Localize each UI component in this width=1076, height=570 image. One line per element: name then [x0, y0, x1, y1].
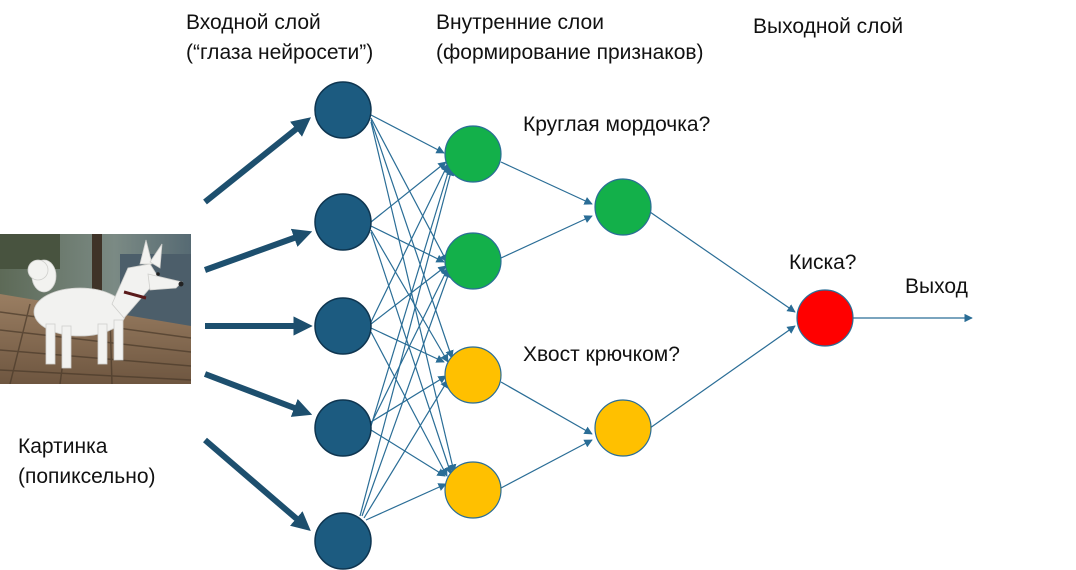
connection-f2-out: [649, 325, 796, 429]
connection-i4-h1: [370, 165, 452, 427]
input-layer-title-line1: Входной слой: [186, 11, 321, 34]
input-arrow-5: [203, 437, 311, 532]
connection-i4-h3: [370, 375, 447, 423]
connection-i3-h3: [370, 327, 445, 363]
input-neuron-4: [314, 399, 372, 457]
connection-h2-f1: [500, 215, 593, 259]
hidden-layers-title: Внутренние слои (формирование признаков): [436, 8, 704, 68]
hidden-neuron-green-1: [444, 125, 502, 183]
picture-caption: Картинка (попиксельно): [18, 432, 156, 492]
output-layer-title: Выходной слой: [753, 15, 904, 38]
picture-caption-line2: (попиксельно): [18, 465, 156, 488]
connection-h4-f2: [500, 439, 593, 489]
hidden-neuron-yellow-2: [444, 461, 502, 519]
connection-i4-h4: [370, 429, 446, 477]
hidden-neuron-green-2: [444, 232, 502, 290]
input-neuron-3: [314, 297, 372, 355]
input-photo: [0, 234, 191, 384]
input-arrow-1: [203, 117, 311, 205]
connection-i4-h2: [370, 267, 449, 425]
connection-i5-h1: [359, 167, 455, 517]
picture-to-input-arrows: [203, 117, 313, 532]
connection-i1-h4: [370, 121, 457, 473]
connection-i3-h4: [370, 331, 448, 477]
connection-h3-f2: [500, 381, 593, 435]
connection-i2-h2: [370, 225, 445, 263]
hidden-layers-title-line2: (формирование признаков): [436, 41, 704, 64]
connection-f1-out: [649, 211, 796, 313]
connection-i2-h1: [370, 161, 447, 223]
output-neuron: [796, 289, 854, 347]
connection-i5-h3: [363, 379, 449, 519]
input-arrow-4: [203, 371, 313, 417]
feature-neuron-hook-tail: [594, 399, 652, 457]
hidden-layers-title-line1: Внутренние слои: [436, 11, 604, 34]
input-layer: [314, 81, 372, 570]
input-arrow-2: [203, 228, 313, 273]
connection-i1-h2: [370, 117, 448, 263]
connection-i3-h2: [370, 265, 447, 325]
dog-photo-image: [0, 234, 191, 384]
output-question-label: Киска?: [789, 251, 857, 274]
feature-round-face-label: Круглая мордочка?: [523, 113, 711, 136]
connections: [359, 114, 973, 521]
feature-hook-tail-label: Хвост крючком?: [523, 343, 680, 366]
input-neuron-1: [314, 81, 372, 139]
picture-caption-line1: Картинка: [18, 435, 108, 458]
hidden-neuron-yellow-1: [444, 346, 502, 404]
feature-neuron-round-face: [594, 178, 652, 236]
hidden-layer-2: [594, 178, 652, 457]
output-label: Выход: [905, 275, 968, 298]
connection-i5-h2: [361, 269, 452, 517]
connection-i5-h4: [365, 483, 447, 521]
connection-i3-h1: [370, 163, 449, 323]
connection-i1-h1: [370, 114, 445, 154]
connection-i2-h3: [370, 229, 449, 363]
connection-h1-f1: [500, 161, 593, 205]
connection-i2-h4: [370, 231, 453, 475]
input-layer-title: Входной слой (“глаза нейросети”): [186, 8, 373, 68]
input-neuron-5: [314, 512, 372, 570]
hidden-layer-1: [444, 125, 502, 519]
input-neuron-2: [314, 193, 372, 251]
input-layer-title-line2: (“глаза нейросети”): [186, 41, 374, 64]
